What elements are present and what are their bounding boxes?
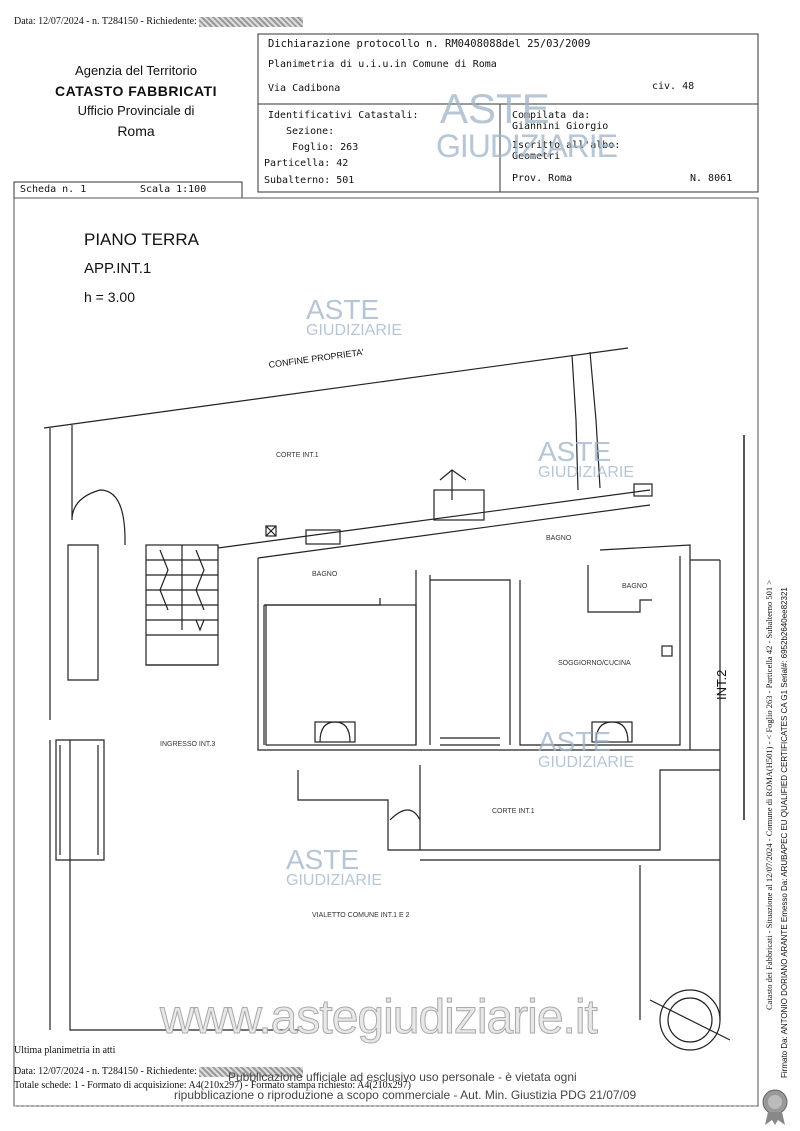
watermark-aste-3: ASTE	[538, 726, 612, 757]
compilata-label: Compilata da:	[512, 110, 591, 121]
agency-name: Agenzia del Territorio	[75, 63, 197, 78]
redacted-requester	[199, 16, 304, 27]
foglio: Foglio: 263	[292, 142, 359, 153]
footer-ultima: Ultima planimetria in atti	[14, 1045, 116, 1056]
dichiarazione: Dichiarazione protocollo n. RM0408088del…	[268, 38, 591, 50]
identificativi-label: Identificativi Catastali:	[268, 110, 419, 121]
watermark-aste-4: ASTE	[286, 844, 360, 875]
watermark-aste-header: ASTE	[440, 85, 550, 132]
footer-totale: Totale schede: 1 - Formato di acquisizio…	[14, 1080, 411, 1091]
top-meta: Data: 12/07/2024 - n. T284150 - Richiede…	[14, 16, 304, 27]
label-vialetto: VIALETTO COMUNE INT.1 E 2	[312, 912, 410, 919]
particella: Particella: 42	[264, 158, 349, 169]
top-meta-text: Data: 12/07/2024 - n. T284150 - Richiede…	[14, 16, 197, 27]
agency-department: CATASTO FABBRICATI	[55, 83, 217, 99]
label-soggiorno: SOGGIORNO/CUCINA	[558, 660, 631, 667]
footer-notice-1: Pubblicazione ufficiale ad esclusivo uso…	[228, 1070, 577, 1084]
sezione: Sezione:	[286, 126, 335, 137]
watermark-aste-1: ASTE	[306, 294, 380, 325]
plan-height: h = 3.00	[84, 289, 135, 305]
footer-meta: Data: 12/07/2024 - n. T284150 - Richiede…	[14, 1066, 304, 1077]
registration-number: N. 8061	[690, 173, 733, 184]
scala: Scala 1:100	[140, 184, 207, 195]
plan-unit: APP.INT.1	[84, 260, 152, 277]
label-bagno-1: BAGNO	[312, 571, 338, 578]
side-signature-text: Firmato Da: ANTONIO DORIANO ARANTE Emess…	[780, 587, 789, 1078]
agency-block: Agenzia del Territorio CATASTO FABBRICAT…	[20, 60, 252, 142]
label-corte-top: CORTE INT.1	[276, 452, 319, 459]
watermark-site: www.astegiudiziarie.it	[160, 991, 599, 1045]
footer-redacted-requester	[199, 1066, 304, 1077]
provincia: Prov. Roma	[512, 173, 573, 184]
subalterno: Subalterno: 501	[264, 175, 355, 186]
compilatore: Giannini Giorgio	[512, 121, 609, 132]
seal-badge-icon	[762, 1089, 788, 1125]
footer-notice-2: ripubblicazione o riproduzione a scopo c…	[174, 1088, 637, 1102]
label-corte-bottom: CORTE INT.1	[492, 808, 535, 815]
planimetria: Planimetria di u.i.u.in Comune di Roma	[268, 59, 497, 70]
label-int2: INT.2	[714, 669, 729, 700]
address: Via Cadibona	[268, 83, 341, 94]
watermark-giudiziarie-1: GIUDIZIARIE	[306, 322, 403, 339]
albo: Geometri	[512, 151, 561, 162]
agency-office: Ufficio Provinciale di	[77, 103, 195, 118]
watermark-aste-2: ASTE	[538, 436, 612, 467]
side-catasto-text: Catasto dei Fabbricati - Situazione al 1…	[764, 579, 774, 1010]
iscritto-label: Iscritto all'albo:	[512, 140, 621, 151]
scheda-number: Scheda n. 1	[20, 184, 87, 195]
footer-data: Data: 12/07/2024 - n. T284150 - Richiede…	[14, 1066, 197, 1077]
label-bagno-3: BAGNO	[622, 583, 648, 590]
label-ingresso: INGRESSO INT.3	[160, 741, 216, 748]
watermark-giudiziarie-2: GIUDIZIARIE	[538, 464, 635, 481]
civic-number: civ. 48	[652, 81, 695, 92]
agency-city: Roma	[117, 123, 155, 139]
watermark-giudiziarie-3: GIUDIZIARIE	[538, 754, 635, 771]
watermark-giudiziarie-4: GIUDIZIARIE	[286, 872, 383, 889]
watermark-giudiziarie-header: GIUDIZIARIE	[436, 128, 618, 164]
label-bagno-2: BAGNO	[546, 535, 572, 542]
plan-title: PIANO TERRA	[84, 230, 199, 249]
